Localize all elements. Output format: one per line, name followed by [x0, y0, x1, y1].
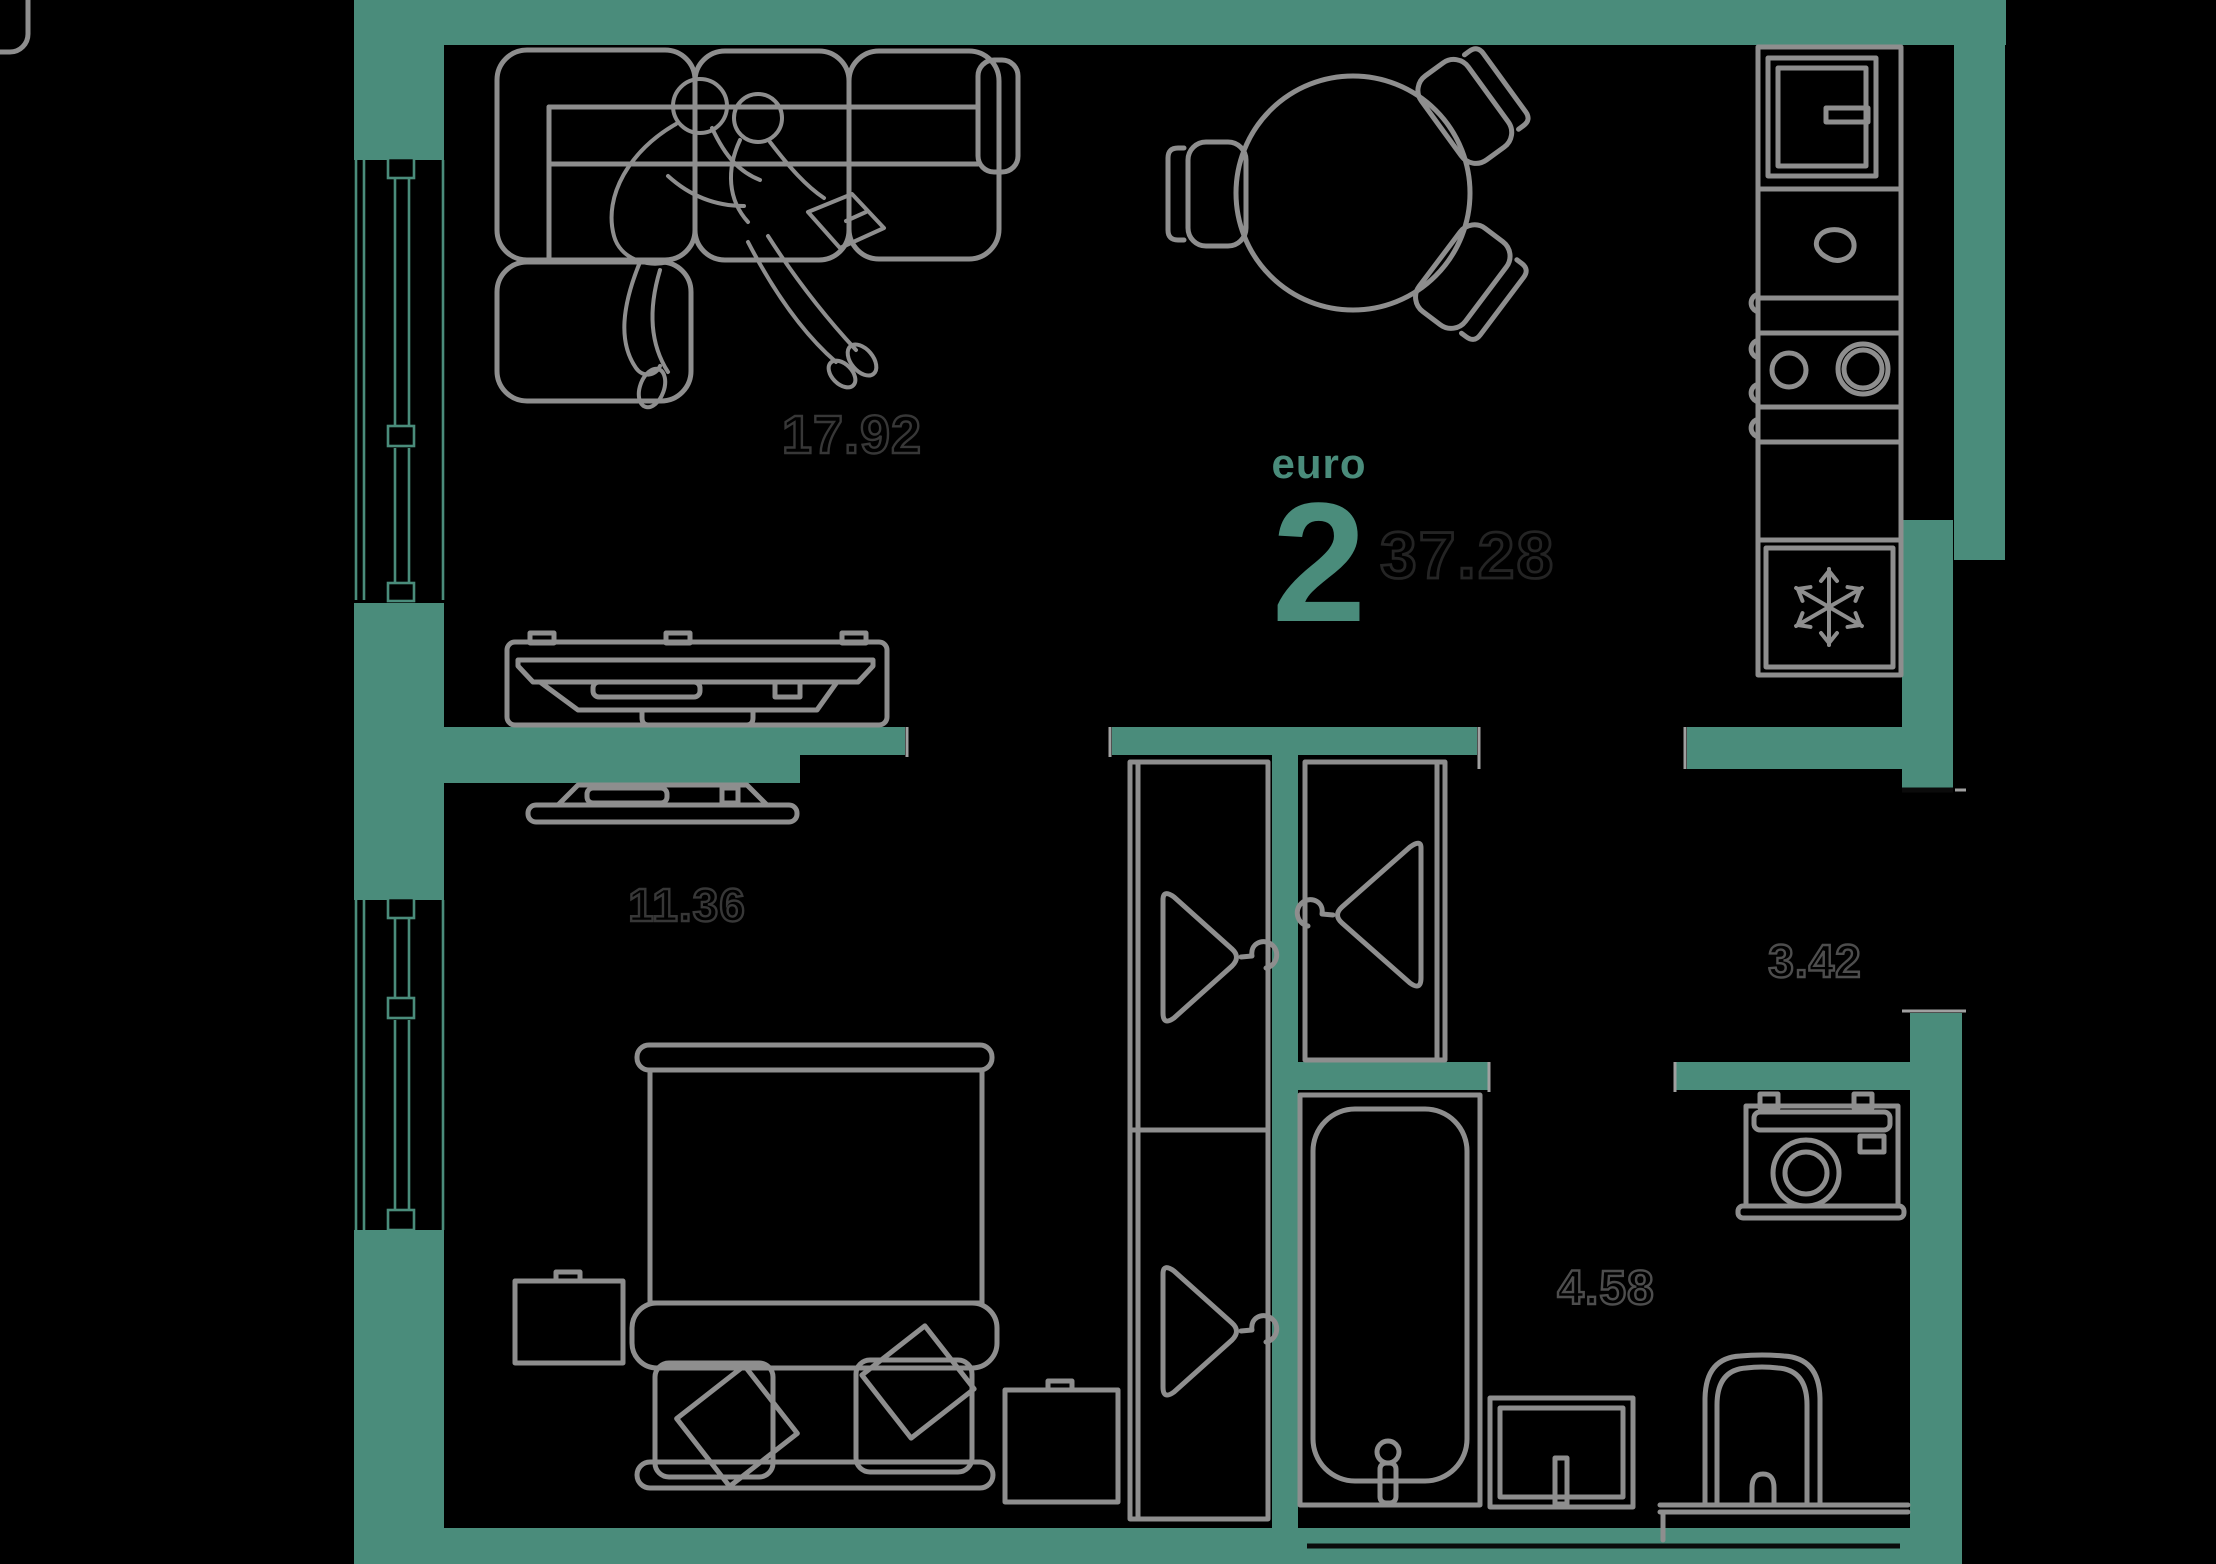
- sofa: [494, 47, 1021, 404]
- faucet-icon: [1823, 105, 1871, 125]
- washing-machine: [1735, 1091, 1907, 1221]
- pillow: [853, 1357, 975, 1475]
- hanger-icon: [1294, 840, 1424, 989]
- bathtub: [1297, 1092, 1483, 1508]
- bedroom-area-label: 11.36: [628, 879, 746, 931]
- book-icon: [806, 192, 886, 250]
- hanger-icon: [1160, 891, 1280, 1024]
- hallway-area-label: 3.42: [1768, 935, 1862, 987]
- cushion: [859, 1323, 977, 1441]
- kitchen-units: [1748, 44, 1904, 678]
- unit-type-label: euro: [1271, 440, 1366, 487]
- bathroom-sink-cabinet: [1487, 1395, 1636, 1510]
- cooktop-icon: [1769, 341, 1891, 397]
- nightstand-left: [512, 1269, 626, 1366]
- unit-rooms-count: 2: [1272, 468, 1367, 658]
- dining-table: [1233, 73, 1473, 313]
- snowflake-icon: [1794, 567, 1864, 647]
- tv-screen: [515, 657, 876, 685]
- door-openings: [905, 727, 1966, 1092]
- bedroom-window: [354, 896, 445, 1232]
- bath-faucet-icon: [1374, 1438, 1402, 1466]
- sink-tap-icon: [1552, 1455, 1570, 1507]
- wardrobe-left: [1127, 759, 1280, 1522]
- tv-console: [504, 630, 890, 728]
- total-area-label: 37.28: [1380, 518, 1555, 592]
- unit-summary: euro 2 37.28: [1271, 440, 1555, 658]
- person-1-head: [671, 77, 729, 135]
- hanger-icon: [1160, 1265, 1280, 1398]
- living-room-window: [354, 156, 445, 603]
- toilet: [1657, 1352, 1911, 1543]
- person-1-foot: [636, 366, 668, 410]
- nightstand-right: [1002, 1378, 1121, 1505]
- burner-icon: [1769, 350, 1809, 390]
- pillow: [652, 1360, 776, 1480]
- cushion: [674, 1363, 800, 1489]
- living-room-area-label: 17.92: [782, 405, 922, 465]
- bedroom-tv: [525, 782, 800, 825]
- fridge-icon: [1763, 545, 1896, 670]
- people-on-sofa: [609, 77, 886, 410]
- kitchen-sink-icon: [1765, 55, 1879, 179]
- bed: [629, 1042, 1000, 1491]
- dining-table-set: [0, 0, 1535, 348]
- person-2-head: [732, 92, 784, 144]
- burner-icon: [1835, 341, 1891, 397]
- cutting-board-icon: [1813, 227, 1857, 263]
- bathroom-area-label: 4.58: [1557, 1262, 1654, 1315]
- wardrobe-right: [1294, 759, 1448, 1063]
- cabinet-handles: [1748, 292, 1759, 439]
- person-2-foot: [845, 342, 879, 378]
- walls: [354, 0, 2006, 1564]
- dining-chair: [0, 0, 31, 55]
